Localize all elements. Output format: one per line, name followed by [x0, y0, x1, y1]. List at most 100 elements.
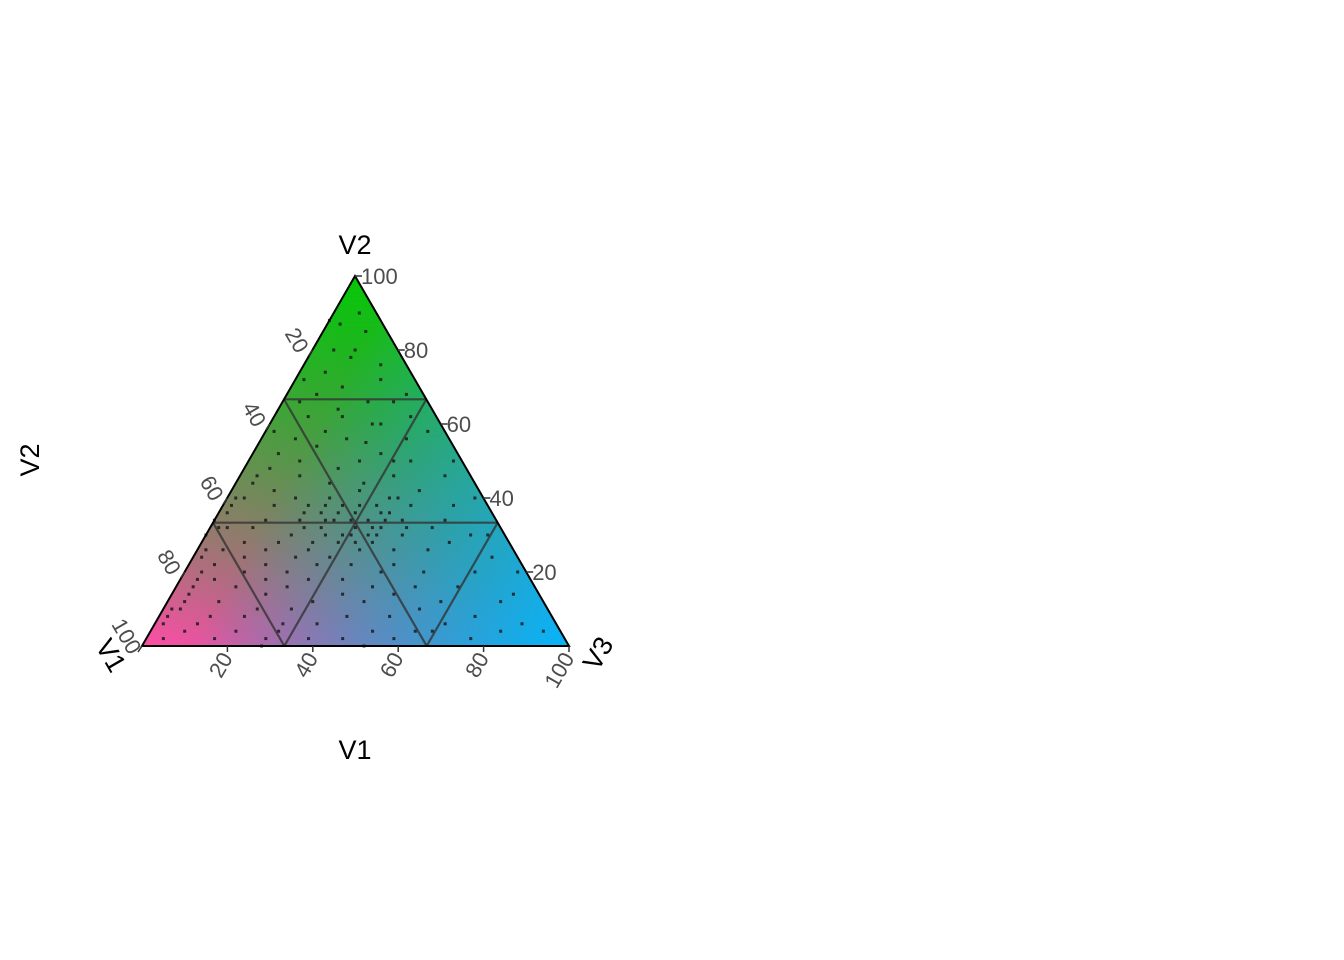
data-point [217, 600, 221, 604]
tick-label-bottom: 20 [204, 648, 238, 682]
data-point [298, 474, 302, 478]
data-point [242, 496, 246, 500]
data-point [516, 570, 520, 574]
tick-mark [265, 423, 271, 431]
data-point [371, 585, 374, 589]
tick-label-left: 40 [237, 397, 271, 431]
data-point [225, 526, 229, 530]
data-point [357, 311, 361, 315]
data-point [328, 555, 332, 559]
grid-lines [212, 398, 499, 647]
data-point [417, 489, 421, 493]
tick-mark [222, 497, 228, 505]
tick-label-right: 100 [361, 264, 398, 289]
data-point [370, 526, 374, 530]
data-point [541, 629, 545, 633]
data-point [306, 415, 310, 419]
data-point [392, 637, 396, 641]
data-point [413, 585, 417, 589]
data-point [520, 622, 524, 626]
data-point [281, 622, 285, 626]
data-point [418, 607, 421, 611]
data-point [447, 540, 451, 544]
data-point [276, 452, 280, 456]
axis-title-side: V2 [15, 443, 45, 476]
data-point [364, 330, 368, 333]
tick-label-bottom: 60 [375, 648, 409, 682]
data-point [379, 422, 383, 426]
tick-label-left: 20 [280, 323, 314, 357]
axis-title-bottom: V1 [338, 735, 371, 765]
data-point [336, 466, 340, 470]
data-point [242, 570, 246, 574]
data-point [379, 526, 383, 530]
data-point [370, 422, 374, 426]
data-point [298, 459, 302, 463]
data-point [178, 607, 182, 611]
data-point [341, 533, 345, 537]
data-point [443, 622, 447, 626]
data-point [294, 496, 298, 500]
data-point [358, 548, 362, 552]
tick-label-bottom: 80 [460, 648, 494, 682]
tick-label-bottom: 100 [539, 648, 579, 692]
data-point [392, 459, 396, 463]
data-point [302, 378, 306, 382]
data-point [499, 629, 503, 633]
data-point [469, 637, 473, 641]
data-point [370, 540, 374, 544]
data-point [268, 466, 272, 470]
data-point [323, 518, 327, 522]
data-point [328, 496, 332, 500]
vertex-label-top: V2 [338, 230, 371, 260]
data-point [473, 496, 477, 500]
data-point [315, 392, 319, 396]
data-point [183, 629, 187, 633]
data-point [456, 585, 460, 589]
data-point [439, 600, 443, 604]
data-point [251, 526, 255, 530]
data-point [234, 585, 238, 589]
data-point [362, 481, 366, 485]
data-point [443, 474, 447, 478]
data-point [195, 622, 199, 626]
data-point [251, 481, 255, 485]
data-point [264, 518, 268, 522]
data-point [212, 563, 216, 567]
data-point [426, 548, 430, 552]
tick-mark [307, 349, 314, 357]
data-point [242, 540, 246, 544]
data-point [323, 370, 327, 374]
data-point [443, 518, 447, 522]
data-point [340, 385, 344, 389]
vertex-label-right: V3 [577, 632, 619, 676]
grid-line [425, 522, 499, 647]
data-point [302, 526, 306, 530]
data-point [341, 637, 345, 641]
data-point [345, 437, 349, 441]
data-point [336, 540, 340, 544]
data-point [366, 400, 370, 404]
data-point [328, 481, 332, 485]
data-point [473, 614, 477, 618]
data-point [255, 474, 259, 478]
data-point [242, 555, 246, 559]
data-point [353, 526, 357, 530]
triangle-background [142, 276, 569, 646]
data-point [486, 533, 490, 537]
data-point [341, 592, 345, 596]
data-point [315, 622, 319, 626]
data-point [349, 355, 353, 359]
data-point [396, 496, 400, 500]
data-point [392, 548, 396, 552]
data-point [349, 518, 353, 522]
data-point [379, 570, 383, 574]
data-point [213, 577, 216, 581]
data-point [409, 459, 413, 463]
data-point [341, 577, 345, 581]
data-point [264, 563, 268, 567]
data-point [413, 629, 417, 633]
data-point [187, 592, 191, 596]
data-point [379, 363, 383, 367]
data-point [353, 511, 357, 515]
